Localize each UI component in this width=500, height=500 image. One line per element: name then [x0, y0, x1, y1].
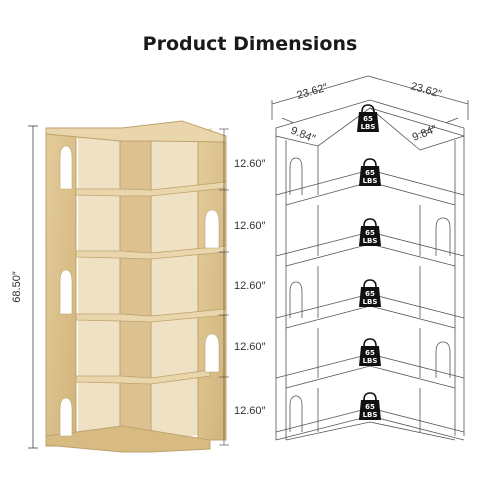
- weight-badge: 65 LBS: [359, 338, 381, 366]
- shelf-height-label: 12.60″: [234, 220, 266, 232]
- overall-height-label: 68.50″: [11, 271, 23, 303]
- svg-text:65: 65: [365, 349, 375, 357]
- shelf-height-dimensions: 12.60″ 12.60″ 12.60″ 12.60″ 12.60″: [219, 128, 266, 446]
- svg-text:LBS: LBS: [363, 411, 378, 419]
- weight-badge: 65 LBS: [359, 218, 381, 246]
- shelf-board: [75, 181, 227, 197]
- shelf-center-column: [119, 140, 152, 448]
- svg-text:LBS: LBS: [361, 123, 376, 131]
- weight-badge: 65 LBS: [357, 104, 379, 132]
- shelf-right-panel: [197, 135, 227, 441]
- svg-text:LBS: LBS: [363, 357, 378, 365]
- svg-text:65: 65: [365, 403, 375, 411]
- shelf-height-label: 12.60″: [234, 280, 266, 292]
- shelf-base: [45, 425, 211, 453]
- svg-text:65: 65: [365, 169, 375, 177]
- arch-cutout: [204, 209, 220, 249]
- shelf-top-board: [45, 120, 227, 143]
- weight-badge: 65 LBS: [359, 158, 381, 186]
- depth-right-label: 9.84″: [411, 123, 439, 144]
- svg-text:65: 65: [365, 229, 375, 237]
- height-dimension: 68.50″: [11, 125, 38, 449]
- shelf-height-label: 12.60″: [234, 341, 266, 353]
- top-length-left-label: 23.62″: [296, 82, 330, 102]
- shelf-height-label: 12.60″: [234, 405, 266, 417]
- svg-text:65: 65: [363, 115, 373, 123]
- page-title: Product Dimensions: [142, 33, 358, 55]
- weight-badge: 65 LBS: [359, 279, 381, 307]
- svg-text:LBS: LBS: [363, 298, 378, 306]
- arch-cutout: [59, 145, 73, 190]
- arch-cutout: [59, 397, 73, 437]
- svg-text:LBS: LBS: [363, 177, 378, 185]
- shelf-board: [75, 369, 211, 385]
- shelf-height-label: 12.60″: [234, 158, 266, 170]
- top-length-right-label: 23.62″: [409, 80, 443, 100]
- arch-cutout: [59, 269, 73, 315]
- weight-badge: 65 LBS: [359, 392, 381, 420]
- svg-text:LBS: LBS: [363, 237, 378, 245]
- arch-cutout: [204, 333, 220, 373]
- bookshelf-photo: [45, 120, 227, 453]
- svg-text:65: 65: [365, 290, 375, 298]
